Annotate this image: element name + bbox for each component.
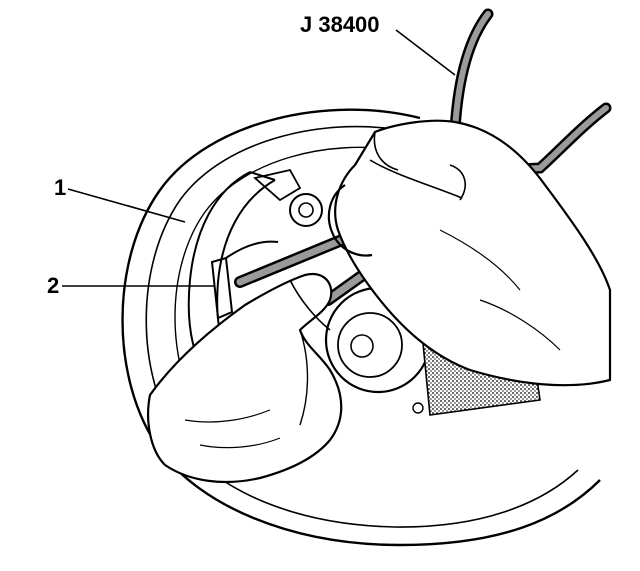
spring-callout-label: 2 (47, 273, 60, 298)
brake-shoe-callout-label: 1 (54, 175, 67, 200)
leader-lines (62, 29, 456, 287)
leader-line-tool (395, 29, 456, 76)
lower-hand (147, 272, 343, 484)
retaining-spring (210, 240, 279, 320)
tool-callout-label: J 38400 (300, 12, 380, 37)
upper-hand (327, 119, 612, 387)
leader-line-1 (67, 188, 186, 223)
